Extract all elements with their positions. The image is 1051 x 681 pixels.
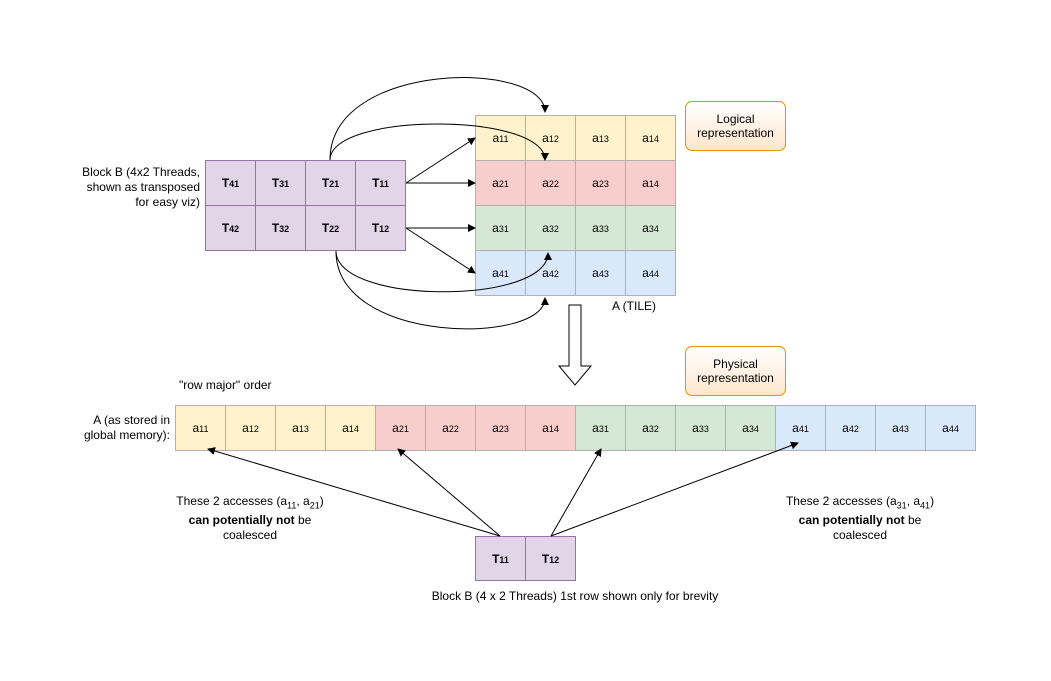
arrow-bottom-to-a11: [207, 447, 501, 537]
arrow-bottom-to-a41: [550, 441, 799, 537]
block-b-label: Block B (4x2 Threads, shown as transpose…: [82, 165, 200, 209]
bottom-caption: Block B (4 x 2 Threads) 1st row shown on…: [431, 589, 719, 603]
right-coalescing-note: These 2 accesses (a31, a41) can potentia…: [785, 494, 935, 543]
arrow-t22-to-a32: [335, 250, 552, 293]
transform-down-arrow: [557, 304, 593, 386]
arrow-t21-to-a22: [329, 123, 549, 161]
arrow-bottom-to-a21: [397, 448, 501, 537]
memory-label: A (as stored in global memory):: [83, 413, 170, 442]
left-coalescing-note: These 2 accesses (a11, a21) can potentia…: [176, 494, 324, 543]
arrow-t12-to-a41: [405, 227, 476, 274]
arrow-t11-to-a11: [405, 137, 476, 184]
arrow-t22-to-a42: [335, 250, 549, 330]
arrow-t21-to-a12: [329, 77, 549, 161]
row-major-label: "row major" order: [179, 378, 272, 392]
tile-label: A (TILE): [612, 299, 657, 313]
arrow-bottom-to-a31: [550, 448, 602, 537]
